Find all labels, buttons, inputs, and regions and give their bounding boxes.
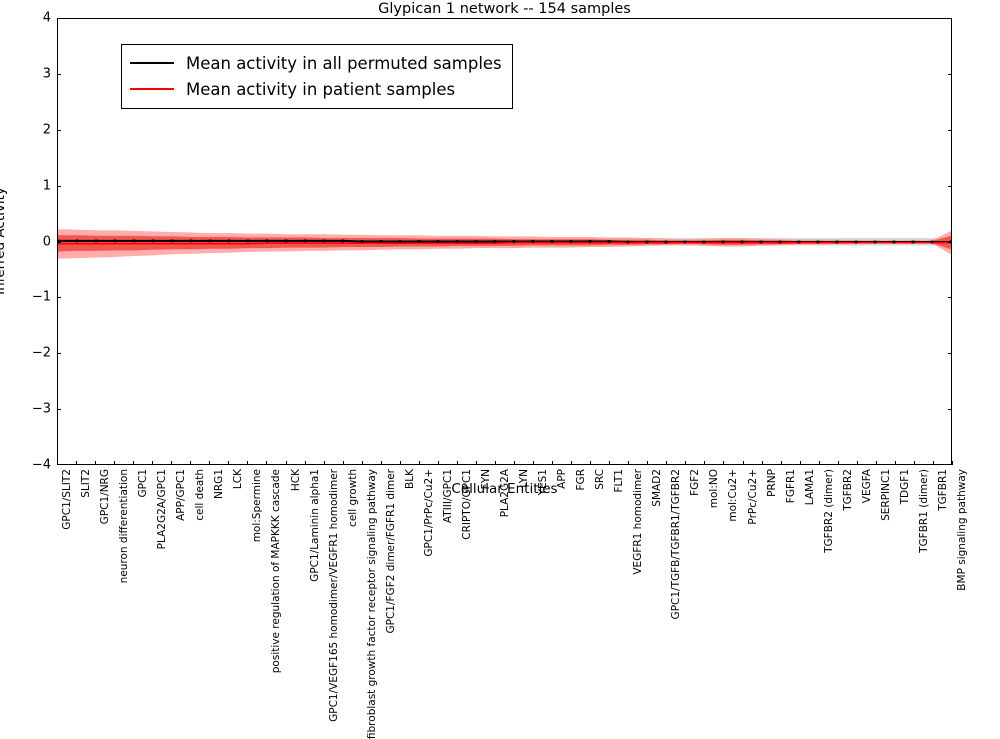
x-tick-label: GPC1/SLIT2 xyxy=(61,469,73,530)
legend-swatch-patient xyxy=(130,88,174,90)
permuted-data-point xyxy=(683,240,687,244)
chart-figure: Glypican 1 network -- 154 samples Mean a… xyxy=(0,1,968,739)
permuted-data-point xyxy=(265,239,269,243)
x-tick-label: cell growth xyxy=(347,469,359,527)
permuted-data-point xyxy=(227,239,231,243)
chart-legend: Mean activity in all permuted samples Me… xyxy=(121,44,513,109)
patient-mean-line xyxy=(58,241,951,245)
x-axis-title: Cellular Entities xyxy=(451,481,558,497)
legend-item-patient: Mean activity in patient samples xyxy=(130,76,502,102)
permuted-data-point xyxy=(740,240,744,244)
permuted-data-point xyxy=(930,240,934,244)
y-tick-label: −1 xyxy=(31,289,51,305)
permuted-data-point xyxy=(322,239,326,243)
x-tick-label: CRIPTO/GPC1 xyxy=(461,469,473,540)
x-tick-label: BMP signaling pathway xyxy=(956,469,968,591)
permuted-data-point xyxy=(892,240,896,244)
permuted-data-point xyxy=(189,239,193,243)
permuted-data-point xyxy=(873,240,877,244)
y-tick-label: 1 xyxy=(42,178,51,194)
legend-label-patient: Mean activity in patient samples xyxy=(186,79,456,99)
permuted-data-point xyxy=(512,240,516,243)
legend-item-permuted: Mean activity in all permuted samples xyxy=(130,50,502,76)
y-tick-label: 0 xyxy=(42,234,51,249)
permuted-data-point xyxy=(607,240,611,243)
plot-surface xyxy=(58,229,951,259)
permuted-data-point xyxy=(474,240,478,243)
permuted-data-point xyxy=(759,240,763,244)
series-markers xyxy=(58,239,951,244)
plot-axes: Mean activity in all permuted samples Me… xyxy=(57,18,952,465)
permuted-data-point xyxy=(58,239,60,243)
permuted-data-point xyxy=(436,240,440,243)
permuted-data-point xyxy=(284,239,288,243)
x-tick-mark xyxy=(952,461,953,465)
permuted-data-point xyxy=(702,240,706,244)
x-tick-label: fibroblast growth factor receptor signal… xyxy=(366,469,378,739)
permuted-data-point xyxy=(854,240,858,244)
permuted-data-point xyxy=(246,239,250,243)
permuted-data-point xyxy=(132,239,136,243)
permuted-data-point xyxy=(341,239,345,243)
legend-label-permuted: Mean activity in all permuted samples xyxy=(186,53,502,73)
permuted-data-point xyxy=(949,240,951,244)
y-tick-label: −2 xyxy=(31,345,51,361)
y-tick-label: 4 xyxy=(42,10,51,26)
permuted-data-point xyxy=(417,240,421,243)
legend-swatch-permuted xyxy=(130,62,174,64)
permuted-data-point xyxy=(75,239,79,243)
permuted-data-point xyxy=(170,239,174,243)
series-lines xyxy=(58,239,951,245)
permuted-data-point xyxy=(569,240,573,243)
permuted-data-point xyxy=(113,239,117,243)
permuted-data-point xyxy=(398,240,402,243)
permuted-data-point xyxy=(588,240,592,243)
y-tick-label: 3 xyxy=(42,66,51,82)
permuted-data-point xyxy=(455,240,459,243)
permuted-data-point xyxy=(626,240,630,244)
permuted-data-point xyxy=(721,240,725,244)
permuted-data-point xyxy=(94,239,98,243)
y-tick-label: −3 xyxy=(31,401,51,417)
permuted-data-point xyxy=(360,240,364,243)
y-tick-label: −4 xyxy=(31,457,51,473)
permuted-data-point xyxy=(303,239,307,243)
permuted-data-point xyxy=(835,240,839,244)
x-tick-label: mol:Spermine xyxy=(251,469,263,543)
x-tick-label: GPC1/VEGF165 homodimer/VEGFR1 homodimer xyxy=(328,469,340,722)
y-tick-label: 2 xyxy=(42,122,51,138)
permuted-data-point xyxy=(208,239,212,243)
permuted-data-point xyxy=(531,240,535,243)
permuted-data-point xyxy=(778,240,782,244)
permuted-data-point xyxy=(911,240,915,244)
permuted-data-point xyxy=(816,240,820,244)
permuted-data-point xyxy=(797,240,801,244)
permuted-data-point xyxy=(151,239,155,243)
permuted-data-point xyxy=(550,240,554,243)
permuted-data-point xyxy=(645,240,649,244)
chart-title: Glypican 1 network -- 154 samples xyxy=(378,1,631,17)
permuted-data-point xyxy=(379,240,383,243)
permuted-data-point xyxy=(493,240,497,243)
permuted-data-point xyxy=(664,240,668,244)
y-axis-title: Inferred Activity xyxy=(0,187,8,295)
